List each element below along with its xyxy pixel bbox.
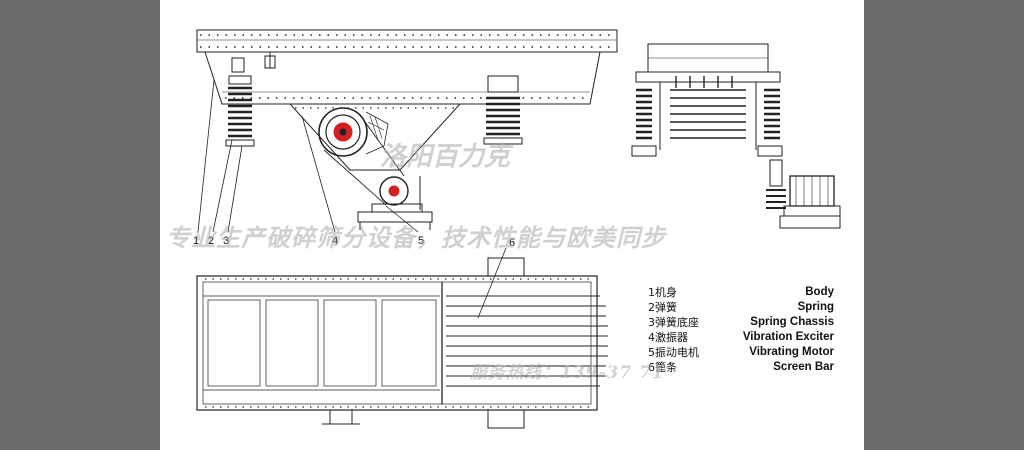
callout-3: 3 xyxy=(223,235,229,247)
legend-en: Vibrating Motor xyxy=(749,346,834,358)
callout-numbers: 1 2 3 4 5 6 xyxy=(193,235,515,249)
legend-row-body: 1机身 Body xyxy=(648,285,834,300)
legend-en: Screen Bar xyxy=(773,361,834,373)
callout-6: 6 xyxy=(509,237,515,249)
drawing-canvas xyxy=(160,0,864,450)
legend-cn: 1机身 xyxy=(648,286,677,299)
vibrating-motor xyxy=(357,176,433,230)
legend-row-spring: 2弹簧 Spring xyxy=(648,300,834,315)
legend-en: Body xyxy=(805,286,834,298)
callout-2: 2 xyxy=(208,235,214,247)
legend-row-screen-bar: 6篦条 Screen Bar xyxy=(648,360,834,375)
vibration-exciter xyxy=(318,107,389,157)
right-spring xyxy=(483,75,523,145)
legend-en: Spring xyxy=(797,301,834,313)
legend-row-vibration-exciter: 4激振器 Vibration Exciter xyxy=(648,330,834,345)
legend-cn: 2弹簧 xyxy=(648,301,677,314)
legend-cn: 4激振器 xyxy=(648,331,688,344)
legend-row-spring-chassis: 3弹簧底座 Spring Chassis xyxy=(648,315,834,330)
screen-bars xyxy=(441,282,608,404)
legend-cn: 3弹簧底座 xyxy=(648,316,699,329)
end-view-motor xyxy=(766,159,841,229)
legend-en: Spring Chassis xyxy=(750,316,834,328)
callout-5: 5 xyxy=(418,235,424,247)
body-top-frame xyxy=(196,29,618,53)
rivet-row xyxy=(200,34,615,99)
legend-cn: 5振动电机 xyxy=(648,346,699,359)
callout-1: 1 xyxy=(193,235,199,247)
exciter-bracket xyxy=(288,103,462,171)
left-spring xyxy=(225,52,276,147)
plan-view xyxy=(196,257,608,429)
legend-row-vibrating-motor: 5振动电机 Vibrating Motor xyxy=(648,345,834,360)
parts-legend: 1机身 Body 2弹簧 Spring 3弹簧底座 Spring Chassis… xyxy=(648,285,834,375)
legend-en: Vibration Exciter xyxy=(742,331,834,343)
body-hopper xyxy=(204,51,601,105)
plan-grid xyxy=(203,295,440,391)
end-view xyxy=(631,43,841,229)
legend-cn: 6篦条 xyxy=(648,361,677,374)
end-view-springs xyxy=(636,88,780,140)
callout-4: 4 xyxy=(332,235,338,247)
side-view xyxy=(196,29,618,319)
